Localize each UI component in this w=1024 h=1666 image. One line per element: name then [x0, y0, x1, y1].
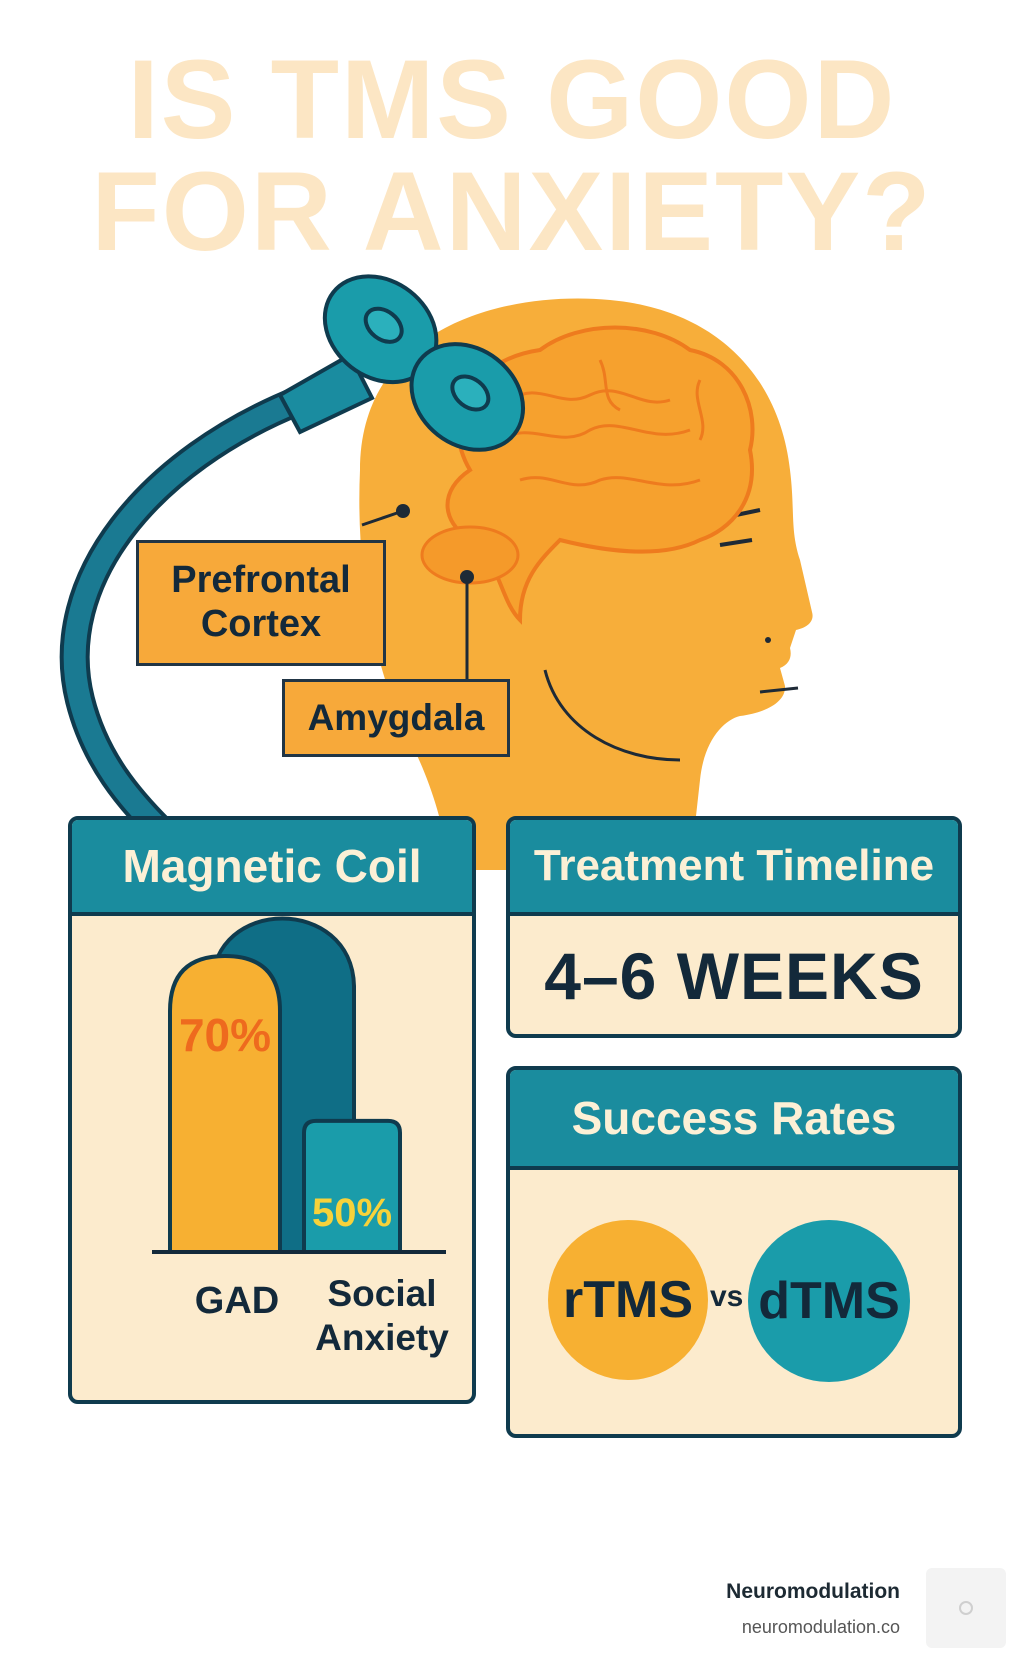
dtms-circle: dTMS: [748, 1220, 910, 1382]
prefrontal-label-line1: Prefrontal: [171, 559, 351, 602]
page-title-line2: FOR ANXIETY?: [91, 149, 933, 274]
bar-value-label: 50%: [312, 1191, 392, 1235]
prefrontal-dot: [396, 504, 410, 518]
treatment-timeline-panel: Treatment Timeline 4–6 WEEKS: [506, 816, 962, 1038]
brand-badge: [926, 1568, 1006, 1648]
category-label-gad: GAD: [194, 1280, 280, 1322]
rtms-circle: rTMS: [548, 1220, 708, 1380]
amygdala-label-text: Amygdala: [307, 697, 485, 738]
bar-social-anxiety: [302, 1118, 402, 1254]
prefrontal-cortex-label: Prefrontal Cortex: [136, 540, 386, 666]
vs-label: vs: [710, 1280, 744, 1313]
treatment-duration: 4–6 WEEKS: [544, 939, 924, 1013]
social-line2: Anxiety: [315, 1317, 449, 1359]
magnetic-coil-header: Magnetic Coil: [72, 820, 472, 916]
prefrontal-label-line2: Cortex: [200, 603, 322, 645]
amygdala-dot: [460, 570, 474, 584]
brand-url[interactable]: neuromodulation.co: [741, 1617, 900, 1637]
anxiety-bar-chart: 70% 50%: [152, 916, 446, 1254]
magnetic-coil-panel: Magnetic Coil 70% 50% GAD Social Anxiety: [68, 816, 476, 1404]
brand-logo-icon: [959, 1601, 973, 1615]
bar-gad: [168, 953, 282, 1254]
success-rates-panel: Success Rates rTMS vs dTMS: [506, 1066, 962, 1438]
category-label-social-anxiety: Social Anxiety: [297, 1272, 467, 1361]
brain-folds: [499, 359, 705, 487]
cheek-line: [543, 669, 681, 762]
prefrontal-leader: [361, 510, 401, 527]
coil-handle: [277, 352, 375, 435]
page-title-line1: IS TMS GOOD: [127, 37, 897, 162]
social-line1: Social: [327, 1273, 437, 1314]
nostril: [765, 637, 771, 643]
dtms-label: dTMS: [758, 1272, 900, 1330]
rtms-label: rTMS: [563, 1271, 693, 1329]
eye: [719, 538, 753, 547]
mouth-line: [759, 686, 799, 694]
brand-name: Neuromodulation: [726, 1580, 900, 1603]
magnetic-coil-device: [322, 274, 526, 452]
success-rates-header: Success Rates: [510, 1070, 958, 1170]
amygdala-label: Amygdala: [282, 679, 510, 757]
treatment-timeline-header: Treatment Timeline: [510, 820, 958, 916]
bar-value-label: 70%: [179, 1009, 271, 1061]
